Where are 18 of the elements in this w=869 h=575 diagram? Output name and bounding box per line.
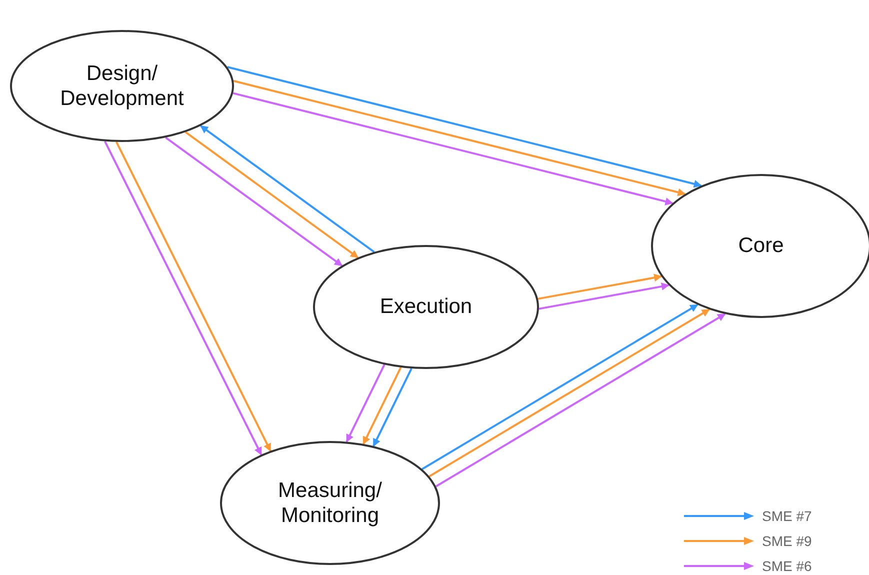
legend-label: SME #9 [762, 533, 812, 549]
arrow [227, 66, 702, 188]
arrow [538, 274, 662, 300]
node-label: Core [737, 233, 785, 259]
arrow [538, 282, 670, 310]
node-label: Measuring/ Monitoring [277, 478, 383, 528]
arrow [165, 136, 343, 266]
arrow [362, 366, 402, 445]
arrow [372, 368, 412, 447]
node-label: Execution [378, 294, 474, 320]
node-label: Design/ Development [59, 60, 185, 112]
legend-label: SME #7 [762, 508, 812, 524]
arrow [184, 131, 359, 258]
arrow [233, 80, 686, 196]
legend-label: SME #6 [762, 558, 812, 574]
arrow [232, 92, 674, 206]
arrow [346, 364, 386, 442]
arrow [200, 125, 375, 253]
